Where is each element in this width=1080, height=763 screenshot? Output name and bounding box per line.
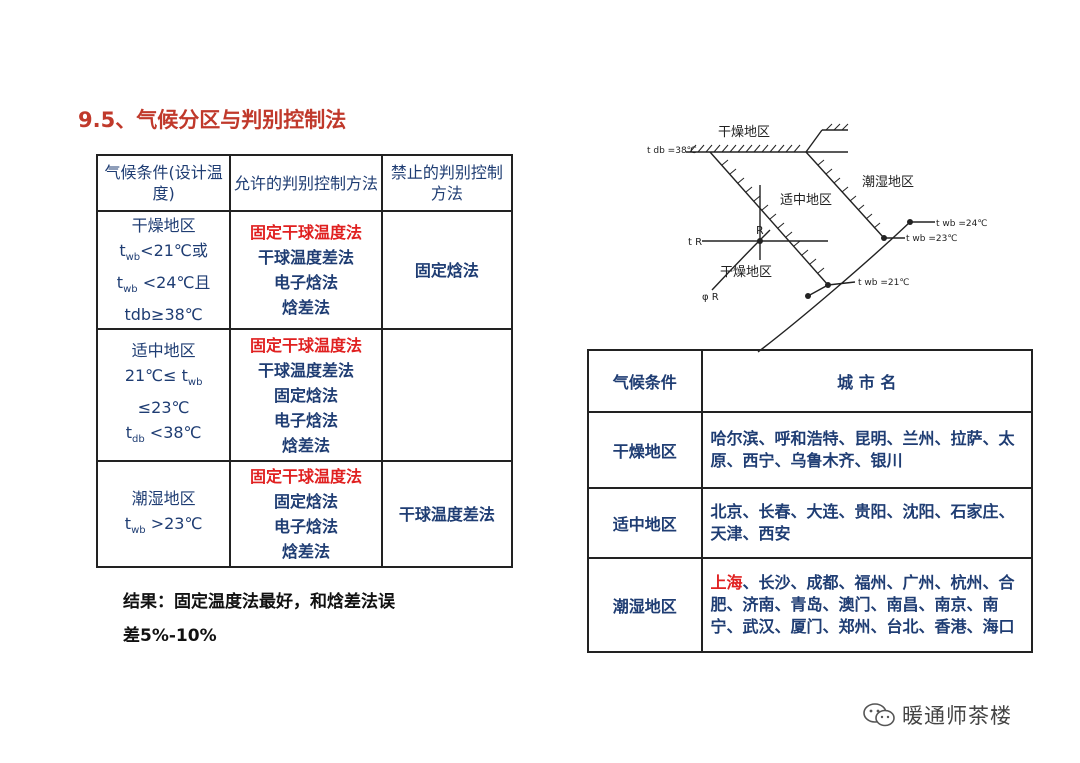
- allowed-method: 焓差法: [281, 298, 330, 318]
- label-humid: 潮湿地区: [862, 175, 914, 190]
- table-header-row: 气候条件(设计温度) 允许的判别控制方法 禁止的判别控制方法: [95, 154, 514, 212]
- table-row-moderate: 适中地区 21℃≤ twb ≤23℃ tdb <38℃ 固定干球温度法 干球温度…: [95, 328, 514, 463]
- forbidden-cell: 固定焓法: [380, 209, 514, 331]
- condition-cell: 干燥地区 twb<21℃或 twb <24℃且 tdb≥38℃: [95, 209, 232, 331]
- allowed-method: 电子焓法: [273, 517, 338, 537]
- condition-line: 21℃≤ twb: [124, 366, 203, 389]
- table-row-dry: 干燥地区 哈尔滨、呼和浩特、昆明、兰州、拉萨、太原、西宁、乌鲁木齐、银川: [587, 411, 1033, 489]
- allowed-method: 干球温度差法: [257, 360, 354, 380]
- watermark-text: 暖通师茶楼: [902, 704, 1012, 728]
- header-climate-condition: 气候条件: [587, 349, 703, 413]
- label-twb23: t wb =23℃: [906, 234, 957, 244]
- cities-cell: 北京、长春、大连、贵阳、沈阳、石家庄、天津、西安: [700, 487, 1033, 559]
- allowed-cell: 固定干球温度法 干球温度差法 电子焓法 焓差法: [229, 209, 383, 331]
- cities-text: 北京、长春、大连、贵阳、沈阳、石家庄、天津、西安: [710, 502, 1015, 543]
- forbidden-cell: [380, 328, 514, 463]
- allowed-method: 电子焓法: [273, 410, 338, 430]
- label-moderate: 适中地区: [780, 193, 832, 208]
- result-note: 结果：固定温度法最好，和焓差法误 差5%-10%: [123, 585, 483, 653]
- table-row-humid: 潮湿地区 上海、长沙、成都、福州、广州、杭州、合肥、济南、青岛、澳门、南昌、南京…: [587, 557, 1033, 653]
- label-dry-bottom: 干燥地区: [720, 265, 772, 280]
- climate-zone-diagram: 干燥地区 潮湿地区 适中地区 干燥地区 t db =38℃ t wb =24℃ …: [647, 123, 987, 353]
- header-allowed-methods: 允许的判别控制方法: [229, 154, 383, 212]
- watermark: 暖通师茶楼: [862, 700, 1012, 733]
- condition-line: twb <24℃且: [116, 273, 211, 296]
- allowed-method: 固定焓法: [273, 492, 338, 512]
- allowed-method: 焓差法: [281, 542, 330, 562]
- condition-cell: 适中地区: [587, 487, 703, 559]
- cities-text: 哈尔滨、呼和浩特、昆明、兰州、拉萨、太原、西宁、乌鲁木齐、银川: [710, 429, 1015, 470]
- condition-line: 适中地区: [131, 341, 196, 361]
- allowed-method-highlight: 固定干球温度法: [249, 467, 362, 487]
- allowed-method: 干球温度差法: [257, 248, 354, 268]
- allowed-method-highlight: 固定干球温度法: [249, 335, 362, 355]
- condition-line: tdb≥38℃: [124, 305, 203, 325]
- page-title: 9.5、气候分区与判别控制法: [78, 108, 347, 132]
- header-city-names: 城 市 名: [700, 349, 1033, 413]
- table-header-row: 气候条件 城 市 名: [587, 349, 1033, 413]
- header-forbidden-methods: 禁止的判别控制方法: [380, 154, 514, 212]
- label-twb21: t wb =21℃: [858, 278, 909, 288]
- condition-cell: 潮湿地区 twb >23℃: [95, 460, 232, 569]
- allowed-cell: 固定干球温度法 干球温度差法 固定焓法 电子焓法 焓差法: [229, 328, 383, 463]
- condition-line: twb<21℃或: [119, 241, 208, 264]
- label-R: R: [756, 224, 764, 237]
- allowed-method-highlight: 固定干球温度法: [249, 223, 362, 243]
- cities-text: 、长沙、成都、福州、广州、杭州、合肥、济南、青岛、澳门、南昌、南京、南宁、武汉、…: [710, 573, 1015, 636]
- allowed-method: 电子焓法: [273, 273, 338, 293]
- cities-cell: 上海、长沙、成都、福州、广州、杭州、合肥、济南、青岛、澳门、南昌、南京、南宁、武…: [700, 557, 1033, 653]
- control-method-table: 气候条件(设计温度) 允许的判别控制方法 禁止的判别控制方法 干燥地区 twb<…: [95, 154, 514, 569]
- allowed-method: 固定焓法: [273, 385, 338, 405]
- table-row-dry: 干燥地区 twb<21℃或 twb <24℃且 tdb≥38℃ 固定干球温度法 …: [95, 209, 514, 331]
- condition-cell: 干燥地区: [587, 411, 703, 489]
- table-row-humid: 潮湿地区 twb >23℃ 固定干球温度法 固定焓法 电子焓法 焓差法 干球温度…: [95, 460, 514, 569]
- condition-line: 潮湿地区: [131, 488, 196, 508]
- cities-cell: 哈尔滨、呼和浩特、昆明、兰州、拉萨、太原、西宁、乌鲁木齐、银川: [700, 411, 1033, 489]
- condition-line: twb >23℃: [124, 513, 203, 536]
- label-tdb38: t db =38℃: [647, 146, 697, 156]
- label-phiR: φ R: [702, 292, 719, 303]
- label-twb24: t wb =24℃: [936, 219, 987, 229]
- result-line-2: 差5%-10%: [123, 626, 217, 646]
- condition-line: tdb <38℃: [125, 423, 202, 446]
- condition-cell: 潮湿地区: [587, 557, 703, 653]
- highlighted-city: 上海: [710, 573, 743, 592]
- condition-line: 干燥地区: [131, 216, 196, 235]
- wechat-icon: [862, 702, 896, 733]
- condition-line: ≤23℃: [137, 398, 190, 418]
- result-line-1: 结果：固定温度法最好，和焓差法误: [123, 592, 395, 612]
- label-tR: t R: [688, 237, 702, 248]
- label-dry-top: 干燥地区: [718, 125, 770, 140]
- table-row-moderate: 适中地区 北京、长春、大连、贵阳、沈阳、石家庄、天津、西安: [587, 487, 1033, 559]
- header-climate-condition: 气候条件(设计温度): [95, 154, 232, 212]
- condition-cell: 适中地区 21℃≤ twb ≤23℃ tdb <38℃: [95, 328, 232, 463]
- city-climate-table: 气候条件 城 市 名 干燥地区 哈尔滨、呼和浩特、昆明、兰州、拉萨、太原、西宁、…: [587, 349, 1033, 653]
- forbidden-cell: 干球温度差法: [380, 460, 514, 569]
- allowed-method: 焓差法: [281, 435, 330, 455]
- allowed-cell: 固定干球温度法 固定焓法 电子焓法 焓差法: [229, 460, 383, 569]
